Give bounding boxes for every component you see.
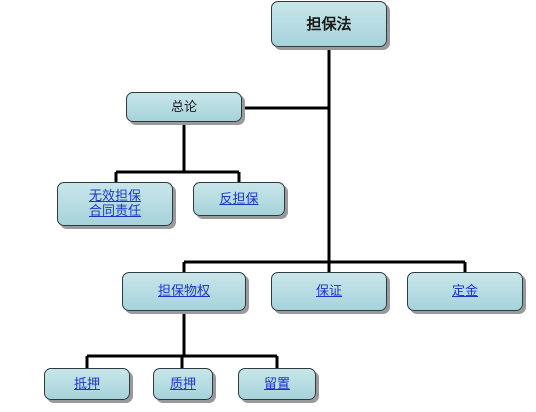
node-property-rights[interactable]: 担保物权 [122,272,246,311]
invalid-guarantee-line1: 无效担保 [88,189,141,204]
node-general: 总论 [126,92,242,122]
link-invalid-guarantee[interactable]: 无效担保 合同责任 [89,189,141,219]
node-deposit[interactable]: 定金 [407,272,523,311]
link-suretyship[interactable]: 保证 [315,284,342,299]
node-mortgage[interactable]: 抵押 [44,368,130,400]
link-pledge[interactable]: 质押 [169,376,196,392]
link-lien[interactable]: 留置 [263,376,290,392]
node-root-label: 担保法 [306,14,352,33]
link-deposit[interactable]: 定金 [451,284,478,299]
invalid-guarantee-line2: 合同责任 [88,204,141,219]
node-lien[interactable]: 留置 [238,368,316,400]
node-pledge[interactable]: 质押 [153,368,213,400]
node-general-label: 总论 [170,99,197,115]
node-invalid-guarantee[interactable]: 无效担保 合同责任 [57,182,173,226]
node-counter-guarantee[interactable]: 反担保 [193,182,285,216]
node-suretyship[interactable]: 保证 [271,272,387,311]
node-root-guarantee-law: 担保法 [271,1,387,47]
link-property-rights[interactable]: 担保物权 [157,284,210,299]
link-counter-guarantee[interactable]: 反担保 [219,191,259,207]
link-mortgage[interactable]: 抵押 [73,376,100,392]
